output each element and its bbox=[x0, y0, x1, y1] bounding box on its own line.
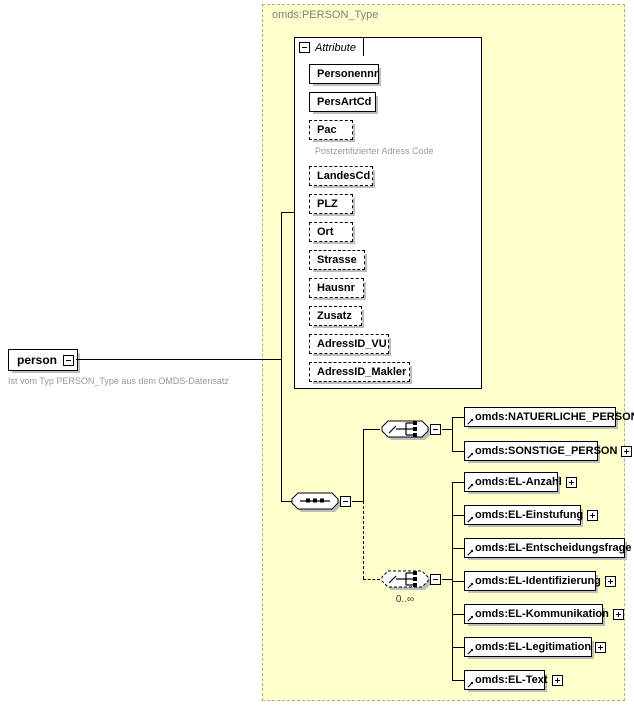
attribute-panel-tab[interactable]: Attribute bbox=[294, 37, 364, 57]
element-label: omds:EL-Legitimation bbox=[475, 641, 592, 653]
element-label: omds:EL-Text bbox=[475, 674, 548, 686]
element-ref-el-legitimation[interactable]: omds:EL-Legitimation bbox=[464, 637, 607, 657]
reference-arrow-icon bbox=[467, 452, 474, 459]
collapse-toggle-choice-person[interactable] bbox=[430, 423, 441, 435]
element-ref-el-einstufung[interactable]: omds:EL-Einstufung bbox=[464, 505, 599, 525]
connector-sequence-to-choice-el bbox=[363, 501, 364, 579]
expand-toggle-el-legitimation[interactable] bbox=[595, 641, 607, 653]
attribute-box-ort[interactable]: Ort bbox=[309, 222, 353, 242]
expand-toggle-sonstige-person[interactable] bbox=[621, 445, 633, 457]
element-label: omds:EL-Anzahl bbox=[475, 476, 562, 488]
connector-to-el-kommunikation bbox=[452, 614, 464, 615]
attribute-label: Strasse bbox=[317, 254, 357, 266]
reference-arrow-icon bbox=[467, 483, 474, 490]
compositor-sequence[interactable] bbox=[289, 488, 351, 514]
choice-icon: 0..∞ bbox=[379, 566, 431, 605]
connector-to-choice-el bbox=[363, 579, 380, 580]
element-label: omds:EL-Kommunikation bbox=[475, 608, 609, 620]
attribute-box-personennr[interactable]: Personennr bbox=[309, 64, 379, 84]
tab-seam-cover bbox=[295, 56, 371, 58]
compositor-choice-el[interactable]: 0..∞ bbox=[379, 566, 441, 605]
collapse-toggle-attributes[interactable] bbox=[299, 42, 310, 53]
connector-to-el-identifizierung bbox=[452, 581, 464, 582]
reference-arrow-icon bbox=[467, 681, 474, 688]
connector-trunk-vertical bbox=[281, 212, 282, 501]
element-ref-el-kommunikation[interactable]: omds:EL-Kommunikation bbox=[464, 604, 624, 624]
element-ref-el-entscheidungsfrage[interactable]: omds:EL-Entscheidungsfrage bbox=[464, 538, 631, 558]
element-label: omds:SONSTIGE_PERSON bbox=[475, 445, 618, 457]
reference-arrow-icon bbox=[467, 615, 474, 622]
connector-sequence-to-choice-person bbox=[363, 429, 364, 502]
attribute-panel-tab-label: Attribute bbox=[315, 41, 356, 54]
connector-to-el-text bbox=[452, 680, 464, 681]
connector-to-natuerliche-person bbox=[452, 417, 464, 418]
attribute-box-plz[interactable]: PLZ bbox=[309, 194, 353, 214]
reference-arrow-icon bbox=[467, 648, 474, 655]
connector-choice-person-bus bbox=[452, 417, 453, 452]
expand-toggle-el-anzahl[interactable] bbox=[565, 476, 577, 488]
annotation-person: Ist vom Typ PERSON_Type aus dem OMDS-Dat… bbox=[8, 376, 229, 386]
attribute-box-zusatz[interactable]: Zusatz bbox=[309, 306, 362, 326]
expand-toggle-el-identifizierung[interactable] bbox=[604, 575, 616, 587]
element-ref-el-identifizierung[interactable]: omds:EL-Identifizierung bbox=[464, 571, 616, 591]
expand-toggle-el-text[interactable] bbox=[551, 674, 563, 686]
connector-choice-el-out bbox=[442, 579, 452, 580]
reference-arrow-icon bbox=[467, 582, 474, 589]
connector-to-el-einstufung bbox=[452, 515, 464, 516]
element-ref-el-anzahl[interactable]: omds:EL-Anzahl bbox=[464, 472, 577, 492]
type-title: omds:PERSON_Type bbox=[272, 9, 379, 21]
reference-arrow-icon bbox=[467, 418, 474, 425]
collapse-toggle-sequence[interactable] bbox=[340, 495, 351, 507]
attribute-box-adressid-makler[interactable]: AdressID_Makler bbox=[309, 362, 410, 382]
element-box-person[interactable]: person bbox=[8, 349, 79, 371]
element-ref-el-text[interactable]: omds:EL-Text bbox=[464, 670, 563, 690]
element-ref-sonstige-person[interactable]: omds:SONSTIGE_PERSON bbox=[464, 441, 633, 461]
attribute-box-strasse[interactable]: Strasse bbox=[309, 250, 365, 270]
element-label-person: person bbox=[17, 353, 58, 367]
reference-arrow-icon bbox=[467, 549, 474, 556]
element-label: omds:EL-Identifizierung bbox=[475, 575, 601, 587]
compositor-choice-person[interactable] bbox=[379, 416, 441, 442]
annotation-pac: Postzertifizierter Adress Code bbox=[315, 146, 434, 156]
element-ref-natuerliche-person[interactable]: omds:NATUERLICHE_PERSON bbox=[464, 407, 634, 427]
connector-to-el-entscheidungsfrage bbox=[452, 548, 464, 549]
expand-toggle-el-einstufung[interactable] bbox=[587, 509, 599, 521]
connector-to-el-legitimation bbox=[452, 647, 464, 648]
collapse-toggle-choice-el[interactable] bbox=[430, 573, 441, 585]
connector-sequence-out bbox=[352, 501, 363, 502]
element-label: omds:EL-Einstufung bbox=[475, 509, 584, 521]
attribute-label: PersArtCd bbox=[317, 96, 372, 108]
attribute-box-pac[interactable]: Pac bbox=[309, 120, 353, 140]
reference-arrow-icon bbox=[467, 516, 474, 523]
attribute-label: Personennr bbox=[317, 68, 379, 80]
attribute-label: AdressID_VU bbox=[317, 338, 387, 350]
attribute-box-persartcd[interactable]: PersArtCd bbox=[309, 92, 376, 112]
choice-icon bbox=[379, 416, 431, 442]
attribute-box-adressid-vu[interactable]: AdressID_VU bbox=[309, 334, 389, 354]
connector-to-el-anzahl bbox=[452, 482, 464, 483]
attribute-box-hausnr[interactable]: Hausnr bbox=[309, 278, 364, 298]
connector-trunk-to-attributes bbox=[281, 212, 295, 213]
element-label: omds:EL-Entscheidungsfrage bbox=[475, 542, 632, 554]
attribute-label: Ort bbox=[317, 226, 334, 238]
connector-trunk-to-sequence bbox=[281, 501, 293, 502]
connector-to-sonstige-person bbox=[452, 451, 464, 452]
attribute-label: PLZ bbox=[317, 198, 338, 210]
attribute-label: Hausnr bbox=[317, 282, 355, 294]
collapse-toggle-person[interactable] bbox=[63, 354, 75, 366]
connector-person-to-sequence bbox=[76, 359, 282, 360]
attribute-label: LandesCd bbox=[317, 170, 371, 182]
element-label: omds:NATUERLICHE_PERSON bbox=[475, 411, 634, 423]
sequence-icon bbox=[289, 488, 341, 514]
connector-to-choice-person bbox=[363, 429, 380, 430]
attribute-label: AdressID_Makler bbox=[317, 366, 407, 378]
attribute-label: Pac bbox=[317, 124, 337, 136]
attribute-box-landescd[interactable]: LandesCd bbox=[309, 166, 373, 186]
occurrence-label-choice-el: 0..∞ bbox=[395, 594, 415, 605]
attribute-label: Zusatz bbox=[317, 310, 352, 322]
connector-choice-person-out bbox=[442, 429, 452, 430]
expand-toggle-el-kommunikation[interactable] bbox=[612, 608, 624, 620]
